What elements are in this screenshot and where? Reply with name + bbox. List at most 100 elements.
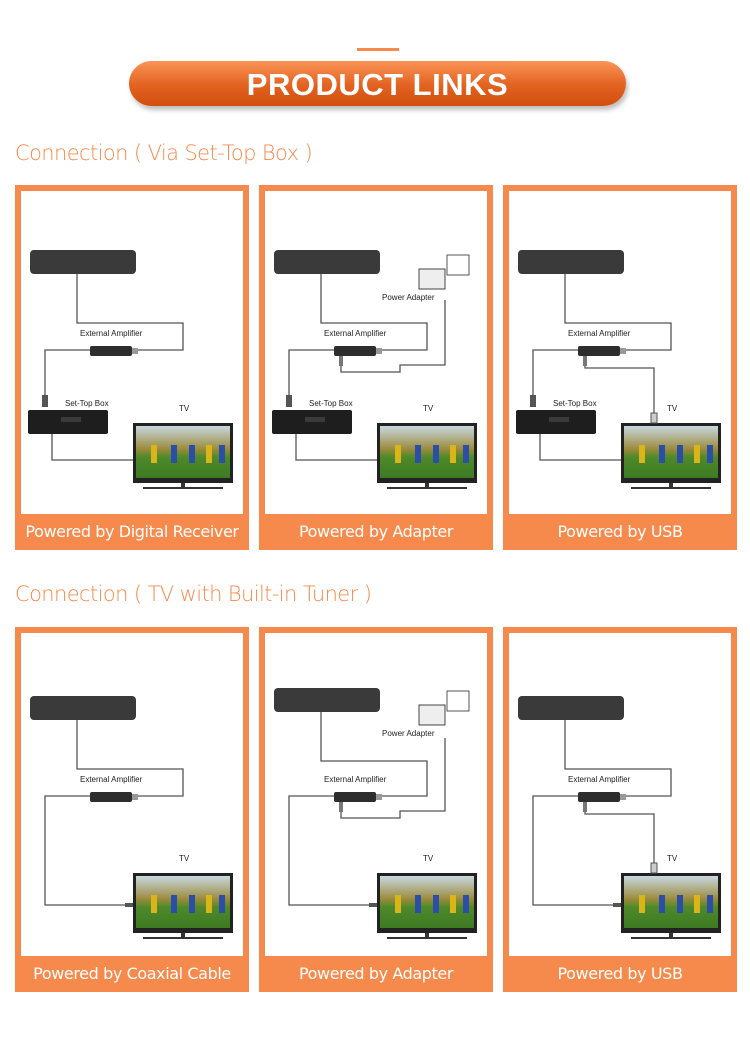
connector-icon xyxy=(132,348,138,354)
tv-screen xyxy=(380,876,474,928)
power-adapter-label: Power Adapter xyxy=(382,293,435,302)
antenna-cable xyxy=(320,712,428,797)
divider xyxy=(357,48,399,51)
tv-stand-base xyxy=(387,487,467,489)
dc-plug-icon xyxy=(583,356,587,366)
player-figure xyxy=(707,445,713,463)
page-title: PRODUCT LINKS xyxy=(129,61,626,106)
antenna-cable xyxy=(76,274,184,351)
dc-plug-icon xyxy=(339,802,343,812)
antenna-icon xyxy=(518,696,624,720)
tv-stand xyxy=(425,933,429,938)
player-figure xyxy=(659,445,665,463)
amplifier-label: External Amplifier xyxy=(80,775,143,784)
antenna-cable xyxy=(564,274,672,351)
player-figure xyxy=(206,445,212,463)
power-cable xyxy=(340,300,446,373)
tv-screen xyxy=(380,426,474,478)
panel-caption: Powered by Adapter xyxy=(259,956,493,992)
stb-display xyxy=(61,417,81,422)
tv-screen xyxy=(624,876,718,928)
antenna-cable xyxy=(320,274,428,351)
coax-connector-icon xyxy=(530,395,536,407)
tv-label: TV xyxy=(423,404,434,413)
player-figure xyxy=(415,445,421,463)
player-figure xyxy=(433,445,439,463)
tv-stand xyxy=(181,483,185,488)
player-figure xyxy=(659,895,665,913)
tv-stand-base xyxy=(143,487,223,489)
tv-label: TV xyxy=(179,404,190,413)
stb-to-tv-cable xyxy=(51,434,133,461)
player-figure xyxy=(677,445,683,463)
player-figure xyxy=(450,895,456,913)
amplifier-icon xyxy=(578,346,620,356)
tv-screen xyxy=(136,426,230,478)
panel-caption: Powered by Adapter xyxy=(259,514,493,550)
amp-to-tv-cable xyxy=(44,795,131,906)
amplifier-icon xyxy=(90,792,132,802)
panel-caption: Powered by USB xyxy=(503,956,737,992)
tv-stand-base xyxy=(143,937,223,939)
amplifier-label: External Amplifier xyxy=(324,329,387,338)
amp-to-tv-cable xyxy=(288,795,375,906)
usb-cable xyxy=(584,802,655,867)
coax-connector-icon xyxy=(42,395,48,407)
player-figure xyxy=(639,445,645,463)
connector-icon xyxy=(132,794,138,800)
tv-label: TV xyxy=(423,854,434,863)
antenna-cable xyxy=(76,720,184,797)
tv-stand-base xyxy=(631,487,711,489)
amplifier-icon xyxy=(334,346,376,356)
amplifier-label: External Amplifier xyxy=(324,775,387,784)
player-figure xyxy=(463,445,469,463)
panel-caption: Powered by Digital Receiver xyxy=(15,514,249,550)
antenna-icon xyxy=(30,250,136,274)
tv-label: TV xyxy=(667,854,678,863)
power-cable xyxy=(340,738,446,819)
player-figure xyxy=(694,895,700,913)
player-figure xyxy=(677,895,683,913)
stb-to-tv-cable xyxy=(295,434,377,461)
amplifier-icon xyxy=(334,792,376,802)
antenna-icon xyxy=(274,250,380,274)
tv-stand-base xyxy=(387,937,467,939)
coax-connector-icon xyxy=(286,395,292,407)
player-figure xyxy=(151,895,157,913)
stb-display xyxy=(305,417,325,422)
usb-plug-icon xyxy=(650,862,658,874)
coax-connector-icon xyxy=(369,903,377,907)
tv-stand xyxy=(181,933,185,938)
amp-to-stb-cable xyxy=(532,349,578,397)
antenna-icon xyxy=(518,250,624,274)
usb-plug-icon xyxy=(650,412,658,424)
player-figure xyxy=(395,445,401,463)
tv-stand-base xyxy=(631,937,711,939)
player-figure xyxy=(171,895,177,913)
player-figure xyxy=(219,445,225,463)
player-figure xyxy=(415,895,421,913)
tv-screen xyxy=(624,426,718,478)
player-figure xyxy=(189,895,195,913)
tv-screen xyxy=(136,876,230,928)
amplifier-icon xyxy=(578,792,620,802)
player-figure xyxy=(639,895,645,913)
tv-stand xyxy=(669,483,673,488)
player-figure xyxy=(463,895,469,913)
tv-label: TV xyxy=(179,854,190,863)
set-top-box-label: Set-Top Box xyxy=(553,399,597,408)
coax-connector-icon xyxy=(125,903,133,907)
section-title-set-top-box: Connection ( Via Set-Top Box ) xyxy=(15,141,313,165)
amplifier-label: External Amplifier xyxy=(568,329,631,338)
coax-connector-icon xyxy=(613,903,621,907)
